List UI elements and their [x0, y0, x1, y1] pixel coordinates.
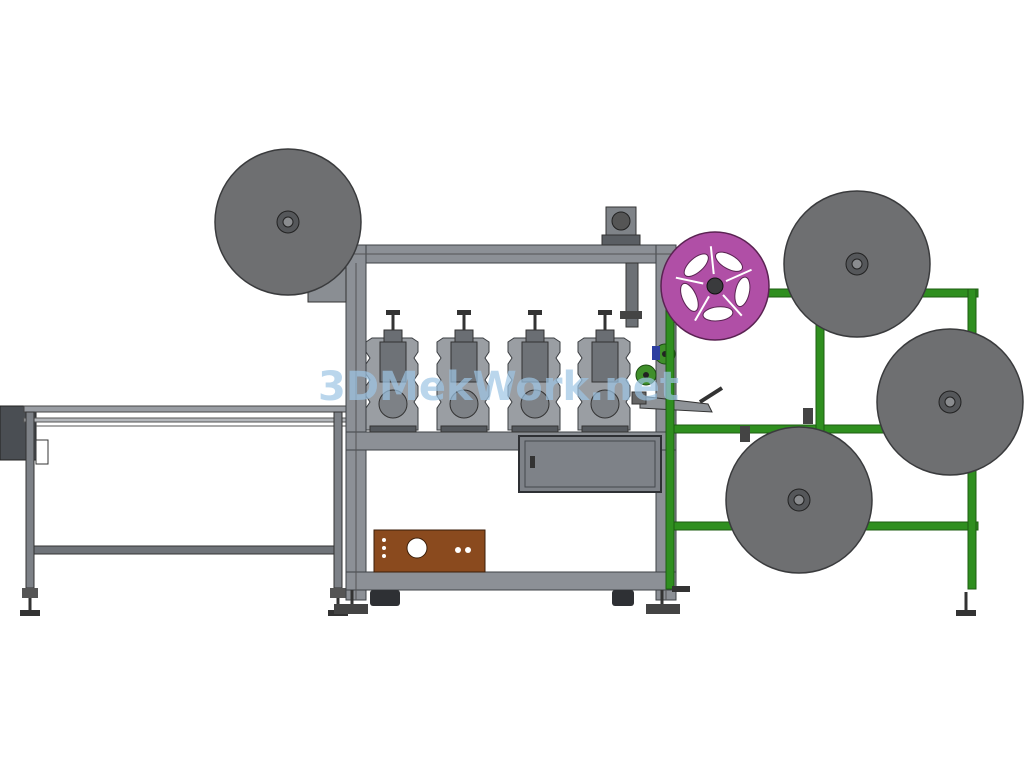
guide-clamp [620, 311, 642, 319]
reel-spoke [694, 295, 710, 322]
cabinet-door [524, 440, 656, 488]
station-core [591, 341, 619, 383]
welding-station [507, 310, 561, 433]
station-knob [598, 310, 612, 315]
cabinet-latch [530, 456, 535, 468]
green-foot-right [956, 610, 976, 616]
conveyor-table [0, 405, 348, 616]
reel-spoke [722, 294, 743, 317]
station-wheel [449, 389, 479, 419]
conveyor-foot-pad-left [20, 610, 40, 616]
reel-spoke [725, 268, 752, 283]
panel-port-large [406, 537, 428, 559]
conveyor-top-rail [23, 405, 347, 413]
caster-left [370, 590, 400, 606]
frame-foot-left [334, 604, 368, 614]
reel-slot [702, 306, 734, 322]
reel-slot [683, 253, 709, 277]
roll-axle [944, 396, 956, 408]
conveyor-lower-rail [33, 545, 335, 555]
green-post-left [665, 288, 675, 590]
station-wheel [378, 389, 408, 419]
station-knob [386, 310, 400, 315]
conveyor-leg-right [333, 411, 343, 589]
material-roll [876, 328, 1024, 476]
conveyor-belt [23, 417, 347, 423]
motor-shaft-icon [611, 211, 631, 231]
reel-slots [675, 246, 752, 322]
cutter-handle [698, 386, 724, 404]
station-wheel [520, 389, 550, 419]
reel-slot [734, 276, 751, 308]
station-knob [528, 310, 542, 315]
caster-right [612, 590, 634, 606]
roller-mount-blue [652, 346, 660, 360]
welding-stations [365, 310, 631, 433]
station-wheel [590, 389, 620, 419]
welding-station [436, 310, 490, 433]
cabinet-body [518, 435, 662, 493]
motor-base [601, 234, 641, 246]
control-cabinet [518, 435, 662, 493]
pink-reel-hub [706, 277, 724, 295]
station-core [521, 341, 549, 383]
frame-bottom-beam [345, 571, 677, 591]
reel-slot [680, 282, 699, 312]
welding-station [365, 310, 419, 433]
material-roll [214, 148, 362, 296]
roll-axle [282, 216, 294, 228]
brown-panel [373, 529, 486, 573]
conveyor-leg-left [25, 411, 35, 589]
roll-axle [793, 494, 805, 506]
reel-spoke [709, 246, 715, 275]
station-knob [457, 310, 471, 315]
pink-reel [660, 231, 770, 341]
conveyor-foot-left [22, 588, 38, 598]
control-box-handle [35, 439, 49, 465]
material-roll [725, 426, 873, 574]
welding-station [577, 310, 631, 433]
station-core [450, 341, 478, 383]
material-roll [783, 190, 931, 338]
roll-axle [851, 258, 863, 270]
top-motor [601, 206, 642, 328]
reel-spoke [675, 276, 704, 285]
material-rolls [214, 148, 1024, 574]
frame-foot-right [646, 604, 680, 614]
reel-slot [715, 251, 743, 272]
conveyor-foot-right [330, 588, 346, 598]
watermark-text: 3DMekWork.net [318, 364, 679, 410]
